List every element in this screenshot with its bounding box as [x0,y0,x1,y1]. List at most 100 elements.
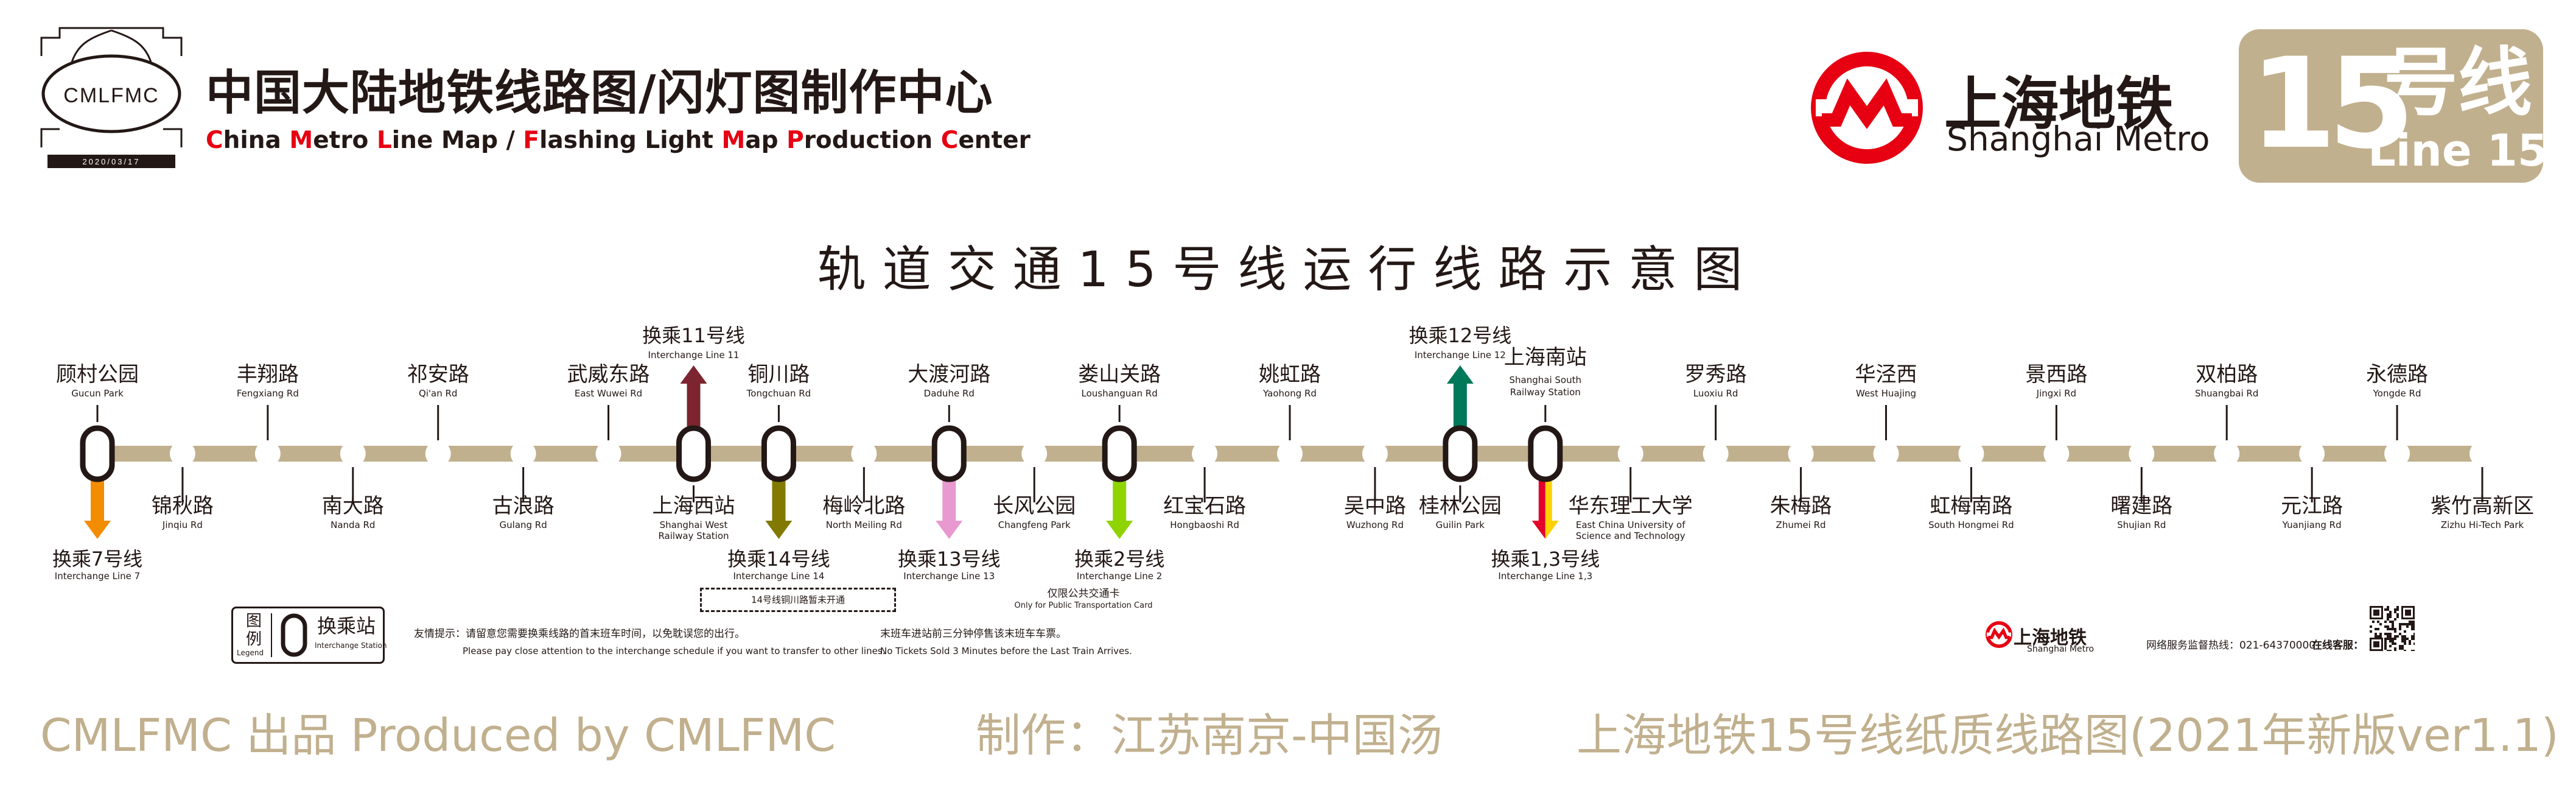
station-name-en: Shanghai West [659,519,728,530]
qr-module [2413,625,2415,628]
station-name: 永德路 [2366,362,2429,387]
station-name: 上海西站 [652,494,735,518]
qr-module [2389,613,2392,616]
station-marker [1362,441,1388,466]
header-title-en-part: M [721,127,746,154]
qr-module [2373,610,2379,616]
station-name-en: South Hongmei Rd [1928,519,2014,530]
qr-module [2387,625,2389,628]
brand-name-cn: 上海地铁 [1944,71,2174,138]
station-name: 长风公园 [993,494,1076,518]
line14-note: 14号线铜川路暂未开通 [700,588,896,612]
station-marker [2214,441,2240,466]
qr-module [2387,650,2389,651]
legend-title: 图例 [245,612,262,649]
qr-module [2404,638,2406,640]
qr-module [2413,628,2415,630]
transfer-arrow-head [680,365,707,384]
qr-module [2392,640,2394,642]
qr-module [2396,616,2399,618]
transfer-label-cn: 换乘12号线 [1409,324,1512,347]
qr-module [2405,610,2411,616]
transfer-arrow-head [936,521,963,539]
station-name: 顾村公园 [56,362,139,387]
header-title-cn: 中国大陆地铁线路图/闪灯图制作中心 [206,66,993,121]
transfer-arrow [1453,382,1467,429]
station-marker [2299,441,2325,466]
transfer-label-cn: 换乘13号线 [897,547,1001,571]
station-name: 双柏路 [2196,362,2258,387]
qr-module [2387,608,2389,611]
transfer-arrow-head [1106,521,1133,539]
qr-module [2384,647,2387,650]
credit-edition: 上海地铁15号线纸质线路图(2021年新版ver1.1) [1577,709,2559,762]
qr-module [2406,623,2409,625]
qr-module [2389,611,2392,613]
credit-maker: 制作：江苏南京-中国汤 [976,709,1443,762]
station-name-en: Nanda Rd [331,519,376,530]
transfer-arrow [687,382,701,429]
qr-module [2377,635,2379,638]
qr-module [2389,633,2392,635]
line-badge: 15 号线 Line 15 [2239,29,2543,183]
qr-module [2411,650,2413,651]
transfer-arrow [772,478,786,522]
qr-module [2375,633,2377,635]
interchange-station-marker [931,425,967,482]
transfer-arrow-head [765,521,793,539]
qr-module [2394,630,2396,633]
qr-module [2389,650,2392,651]
transfer-arrow-head [84,521,111,539]
transfer-arrow [91,478,104,522]
interchange-station-marker [80,425,115,482]
qr-module [2411,623,2413,625]
legend-title-en: Legend [237,649,264,657]
header-title-en: China Metro Line Map / Flashing Light Ma… [206,127,1031,154]
transfer-label-en: Interchange Line 1,3 [1498,571,1593,582]
transfer-arrow [942,478,956,522]
qr-module [2387,633,2389,635]
brand-name-en: Shanghai Metro [1947,119,2210,158]
station-name: 古浪路 [492,494,555,518]
transfer-arrow [1538,478,1545,522]
qr-module [2377,621,2379,623]
qr-code-icon[interactable] [2370,606,2415,651]
qr-module [2411,625,2413,628]
station-name-en: Jinqiu Rd [162,519,203,530]
header-title-en-part: ine Map / [391,127,523,154]
header-title-en-part: roduction [803,127,941,154]
station-name-en: Railway Station [658,530,729,541]
transfer-label-cn: 换乘2号线 [1074,547,1165,571]
transfer-arrow-head [1531,521,1545,539]
qr-module [2394,642,2396,645]
interchange-station-marker [1102,425,1137,482]
station-name: 南大路 [321,494,384,518]
station-marker [425,441,451,466]
station-marker [2384,441,2410,466]
station-name: 虹梅南路 [1930,494,2013,518]
station-marker [169,441,195,466]
station-name-en: North Meiling Rd [825,519,902,530]
qr-module [2401,640,2404,642]
station-marker [851,441,877,466]
qr-module [2394,638,2396,640]
qr-module [2384,608,2387,611]
station-name: 景西路 [2025,362,2088,387]
interchange-legend-icon [281,613,307,657]
station-name: 丰翔路 [236,362,299,387]
qr-module [2413,623,2415,625]
station-name-en: Science and Technology [1575,530,1685,541]
qr-module [2401,635,2404,638]
qr-module [2411,635,2413,638]
station-marker [595,441,621,466]
station-name-en: Zhumei Rd [1776,519,1826,530]
qr-module [2394,635,2396,638]
header-title-en-part: enter [958,127,1031,154]
qr-module [2411,621,2413,623]
station-name: 桂林公园 [1418,494,1502,518]
station-name-en: Fengxiang Rd [236,388,299,399]
station-name-en: Hongbaoshi Rd [1170,519,1239,530]
station-marker [1873,441,1899,466]
qr-module [2413,633,2415,635]
transfer-arrow-head [1545,521,1559,539]
